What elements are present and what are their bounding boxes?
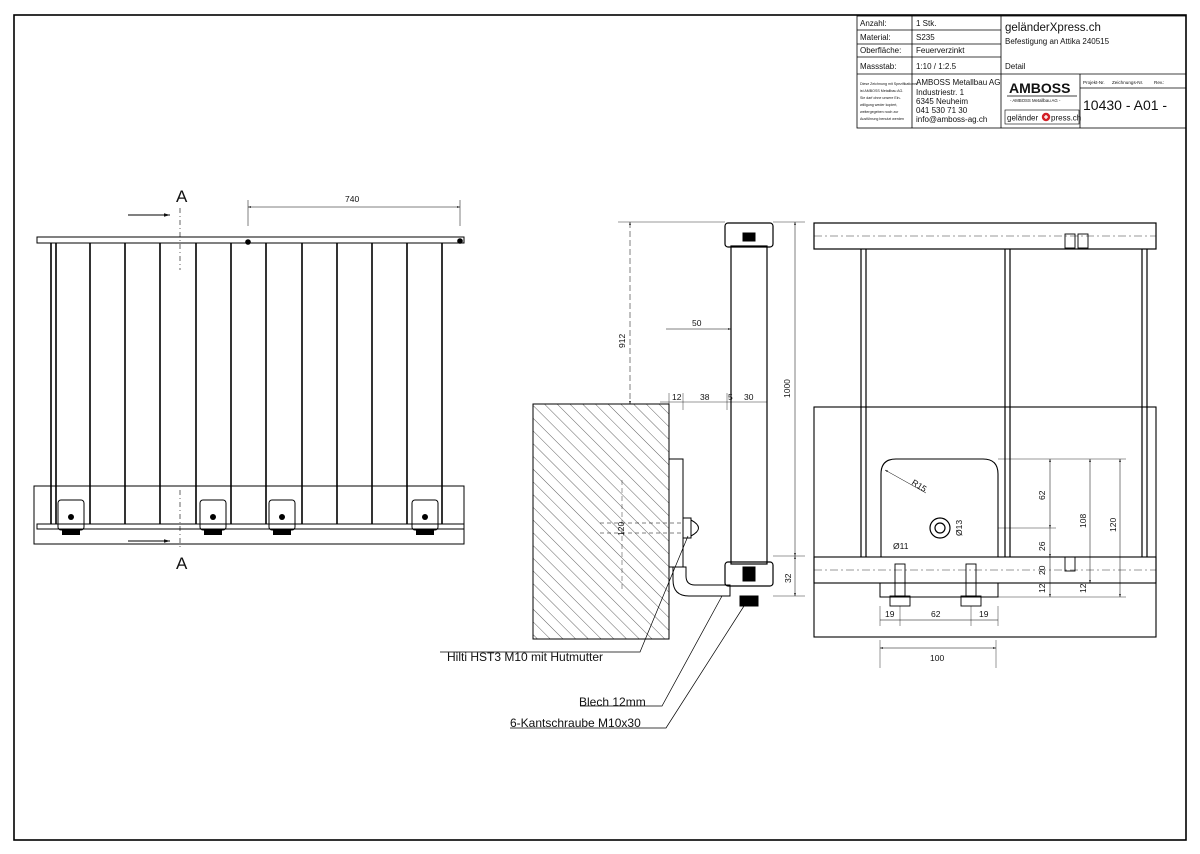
bottom-rail: [36, 523, 465, 530]
dim-12a-label: 12: [1037, 583, 1047, 593]
dim-32-label: 32: [783, 573, 793, 583]
anzahl-value: 1 Stk.: [916, 19, 936, 28]
material-label: Material:: [860, 33, 891, 42]
dim-30-label: 30: [744, 392, 754, 402]
anzahl-label: Anzahl:: [860, 19, 887, 28]
dim-19b-label: 19: [979, 609, 989, 619]
handrail-profile: [724, 222, 774, 248]
dim-100-label: 100: [930, 653, 944, 663]
dim-120-label-detail: 120: [1108, 518, 1118, 532]
amboss-logo: AMBOSS - AMBOSS Metallbau AG -: [1007, 80, 1077, 103]
dim-740-label: 740: [345, 194, 359, 204]
copyright-line-4: willigung weder kopiert,: [860, 103, 897, 107]
copyright-line-1: Diese Zeichnung mit Spezifikationen: [860, 82, 918, 86]
company-city: 6345 Neuheim: [916, 97, 968, 106]
dim-912-label: 912: [617, 334, 627, 348]
copyright-line-6: Ausführung benutzt werden: [860, 117, 904, 121]
zeichnung-label: Zeichnungs-Nr.: [1112, 80, 1143, 85]
leader-anchor: [440, 535, 689, 653]
detail-bracket-plate: [880, 458, 999, 558]
railing-elevation: [33, 200, 465, 548]
dim-50-label: 50: [692, 318, 702, 328]
railing-post: [730, 245, 768, 565]
detail-bars: [860, 249, 1148, 557]
dim-62-h-label: 62: [931, 609, 941, 619]
dim-1000-label: 1000: [782, 379, 792, 398]
gelaenderxpress-logo: geländer press.ch: [1004, 109, 1081, 125]
anchor-hole: [929, 517, 951, 539]
detail-label: Detail: [1005, 62, 1026, 71]
anchor-bolts: [62, 514, 434, 535]
radius-label: R15: [910, 477, 929, 494]
oberflaeche-label: Oberfläche:: [860, 46, 901, 55]
rev-label: Rev.:: [1154, 80, 1164, 85]
title-block: [856, 15, 1187, 129]
material-value: S235: [916, 33, 935, 42]
dim-26-label: 26: [1037, 541, 1047, 551]
company-name: AMBOSS Metallbau AG: [916, 78, 1000, 87]
label-screw: 6-Kantschraube M10x30: [510, 716, 641, 730]
bracket-plates: [57, 499, 439, 531]
hutmutter: [690, 519, 699, 537]
projekt-label: Projekt-Nr.: [1083, 80, 1105, 85]
title-block-text: Anzahl: 1 Stk. Material: S235 Oberfläche…: [860, 19, 1167, 125]
logo2-right-text: press.ch: [1051, 114, 1081, 123]
label-anchor: Hilti HST3 M10 mit Hutmutter: [447, 650, 603, 664]
massstab-value: 1:10 / 1:2.5: [916, 62, 957, 71]
dim-62-v-label: 62: [1037, 490, 1047, 500]
dim-20-label: 20: [1037, 565, 1047, 575]
company-street: Industriestr. 1: [916, 88, 965, 97]
dim-108-label: 108: [1078, 514, 1088, 528]
sheet-border: [13, 14, 1187, 841]
brand-title: geländerXpress.ch: [1005, 22, 1101, 34]
oberflaeche-value: Feuerverzinkt: [916, 46, 965, 55]
copyright-line-5: weitergegeben noch zur: [860, 110, 899, 114]
section-marker-bottom: A: [176, 554, 188, 573]
amboss-logo-text: AMBOSS: [1009, 80, 1070, 96]
leader-plate: [580, 595, 723, 707]
leader-screw: [510, 605, 745, 729]
dim-5-label: 5: [728, 392, 733, 402]
section-view: [440, 221, 805, 729]
label-plate: Blech 12mm: [579, 695, 646, 709]
concrete-attika: [532, 403, 670, 640]
dim-38-label: 38: [700, 392, 710, 402]
dim-12b-label: 12: [1078, 583, 1088, 593]
attika-outline: [33, 485, 465, 545]
section-marker-top: A: [176, 187, 188, 206]
massstab-label: Massstab:: [860, 62, 896, 71]
dia-13-label: Ø13: [954, 520, 964, 536]
detail-attika: [813, 406, 1157, 638]
drawing-number: 10430 - A01 -: [1083, 97, 1167, 113]
copyright-line-3: Sie darf ohne unsere Ein-: [860, 96, 902, 100]
dim-120-label-section: 120: [616, 522, 626, 536]
logo2-left-text: geländer: [1007, 114, 1038, 123]
company-phone: 041 530 71 30: [916, 106, 968, 115]
drawing-subtitle: Befestigung an Attika 240515: [1005, 37, 1110, 46]
dim-12-label: 12: [672, 392, 682, 402]
company-email: info@amboss-ag.ch: [916, 115, 987, 124]
l-bracket: [672, 566, 731, 597]
dia-11-label: Ø11: [893, 541, 909, 551]
wall-plate: [668, 458, 684, 568]
dim-19a-label: 19: [885, 609, 895, 619]
detail-view: [813, 222, 1157, 668]
amboss-logo-sub: - AMBOSS Metallbau AG -: [1010, 98, 1061, 103]
bottom-profile: [724, 561, 774, 587]
copyright-line-2: ist AMBOSS Metallbau AG.: [860, 89, 903, 93]
infill-bars: [50, 243, 443, 524]
